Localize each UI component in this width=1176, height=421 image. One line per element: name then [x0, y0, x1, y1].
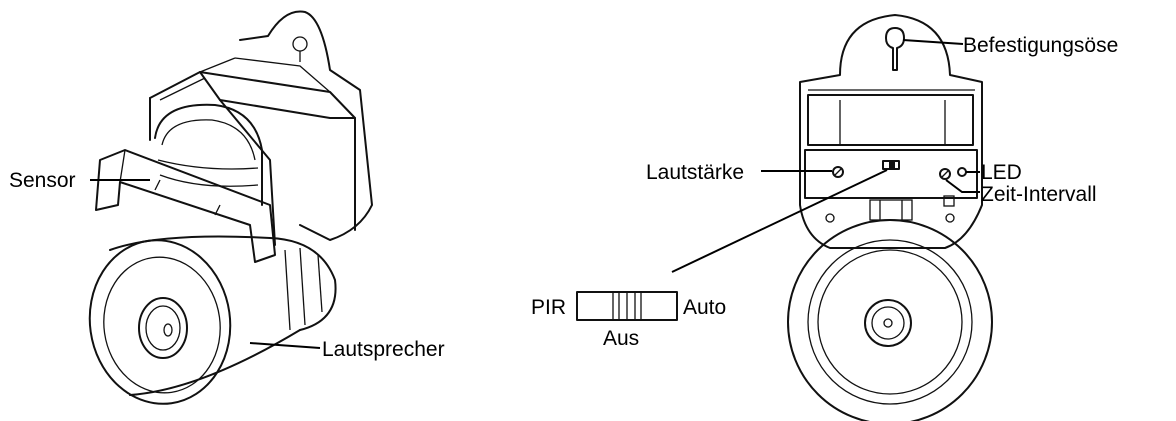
- leader-mount: [902, 39, 964, 45]
- left-device: Sensor Lautsprecher: [9, 10, 445, 405]
- mounting-plate-left: [239, 10, 373, 241]
- mounting-plate-right: [799, 14, 983, 249]
- switch-label-auto: Auto: [683, 296, 726, 319]
- mode-switch: [882, 160, 900, 170]
- switch-label-pir: PIR: [531, 296, 566, 319]
- label-volume: Lautstärke: [646, 161, 744, 184]
- label-led: LED: [981, 161, 1022, 184]
- volume-screw: [832, 166, 844, 178]
- switch-label-off: Aus: [603, 327, 639, 350]
- pir-sensor-dome: [154, 103, 263, 206]
- label-speaker: Lautsprecher: [322, 338, 445, 361]
- leader-speaker: [249, 342, 321, 349]
- right-device: Befestigungsöse Lautstärke LED Zeit-Inte…: [531, 14, 1118, 421]
- horn-speaker: [88, 235, 337, 405]
- switch-detail: PIR Auto Aus: [531, 291, 726, 350]
- leader-switch: [671, 169, 888, 273]
- control-panel: [804, 149, 978, 223]
- sensor-window: [807, 94, 974, 146]
- leader-interval: [945, 179, 980, 193]
- interval-screw: [939, 168, 951, 180]
- round-speaker: [787, 219, 993, 421]
- mounting-bracket: [95, 149, 276, 263]
- label-sensor: Sensor: [9, 169, 76, 192]
- label-interval: Zeit-Intervall: [981, 183, 1097, 206]
- label-mount: Befestigungsöse: [963, 34, 1118, 57]
- led-indicator: [957, 167, 967, 177]
- sensor-housing: [149, 57, 356, 246]
